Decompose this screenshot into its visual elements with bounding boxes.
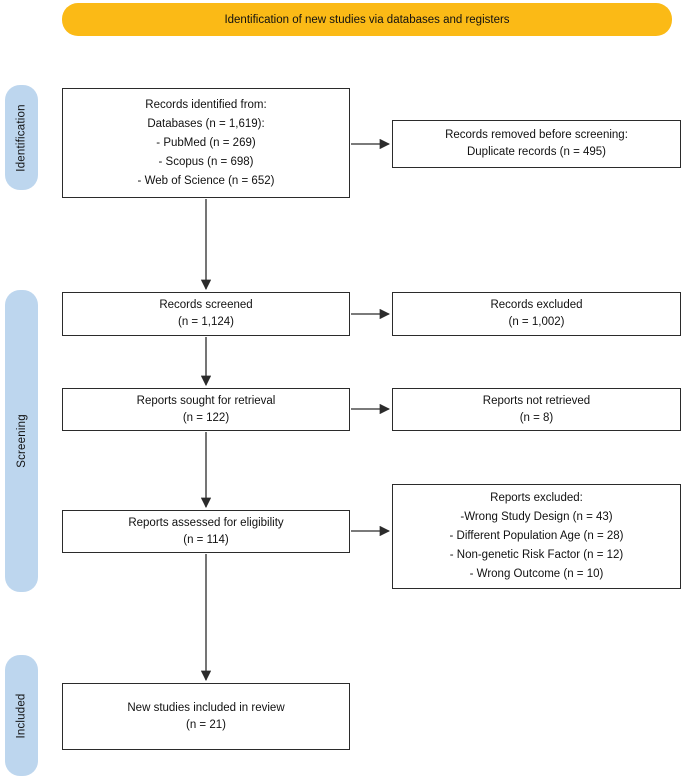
- box-text: Reports excluded: -Wrong Study Design (n…: [450, 489, 624, 584]
- box-new-studies-included: New studies included in review (n = 21): [62, 683, 350, 750]
- box-line: Records identified from:: [145, 98, 267, 111]
- box-line: - PubMed (n = 269): [156, 136, 256, 149]
- box-line: - Web of Science (n = 652): [137, 174, 275, 187]
- box-text: Reports assessed for eligibility (n = 11…: [128, 515, 283, 549]
- stage-badge-included: Included: [5, 655, 38, 776]
- stage-badge-identification: Identification: [5, 85, 38, 190]
- box-line: (n = 21): [186, 718, 226, 731]
- box-line: (n = 1,124): [178, 316, 234, 328]
- box-text: Records excluded (n = 1,002): [490, 297, 582, 331]
- banner-label: Identification of new studies via databa…: [224, 13, 510, 26]
- box-line: (n = 8): [519, 411, 554, 424]
- box-records-identified: Records identified from: Databases (n = …: [62, 88, 350, 198]
- box-reports-excluded: Reports excluded: -Wrong Study Design (n…: [392, 484, 681, 589]
- box-line: (n = 122): [182, 411, 230, 424]
- box-text: New studies included in review (n = 21): [127, 700, 284, 734]
- stage-label-included: Included: [15, 692, 28, 739]
- stage-label-screening: Screening: [15, 414, 28, 468]
- stage-label-identification: Identification: [15, 103, 28, 172]
- box-text: Records removed before screening: Duplic…: [445, 127, 628, 161]
- box-line: Records screened: [159, 299, 253, 311]
- stage-badge-screening: Screening: [5, 290, 38, 592]
- box-line: New studies included in review: [127, 701, 285, 714]
- box-line: - Different Population Age (n = 28): [449, 530, 624, 542]
- banner: Identification of new studies via databa…: [62, 3, 672, 36]
- box-line: Reports assessed for eligibility: [128, 516, 284, 529]
- box-line: Records excluded: [490, 299, 583, 311]
- box-reports-not-retrieved: Reports not retrieved (n = 8): [392, 388, 681, 431]
- box-line: - Scopus (n = 698): [158, 155, 254, 168]
- box-line: Duplicate records (n = 495): [466, 146, 606, 158]
- box-line: -Wrong Study Design (n = 43): [460, 511, 613, 523]
- box-reports-sought: Reports sought for retrieval (n = 122): [62, 388, 350, 431]
- box-line: - Non-genetic Risk Factor (n = 12): [449, 549, 624, 561]
- box-text: Reports not retrieved (n = 8): [483, 393, 590, 427]
- box-line: Records removed before screening:: [445, 129, 628, 141]
- box-text: Records screened (n = 1,124): [159, 297, 252, 331]
- box-line: Databases (n = 1,619):: [147, 117, 265, 130]
- box-records-screened: Records screened (n = 1,124): [62, 292, 350, 336]
- box-records-excluded: Records excluded (n = 1,002): [392, 292, 681, 336]
- box-text: Reports sought for retrieval (n = 122): [137, 393, 276, 427]
- box-line: Reports not retrieved: [482, 394, 591, 407]
- box-line: (n = 1,002): [508, 316, 565, 328]
- box-line: - Wrong Outcome (n = 10): [469, 568, 604, 580]
- box-text: Records identified from: Databases (n = …: [138, 96, 275, 191]
- box-line: (n = 114): [183, 533, 229, 546]
- box-records-removed: Records removed before screening: Duplic…: [392, 120, 681, 168]
- box-reports-assessed: Reports assessed for eligibility (n = 11…: [62, 510, 350, 553]
- box-line: Reports excluded:: [490, 492, 583, 504]
- box-line: Reports sought for retrieval: [136, 394, 276, 407]
